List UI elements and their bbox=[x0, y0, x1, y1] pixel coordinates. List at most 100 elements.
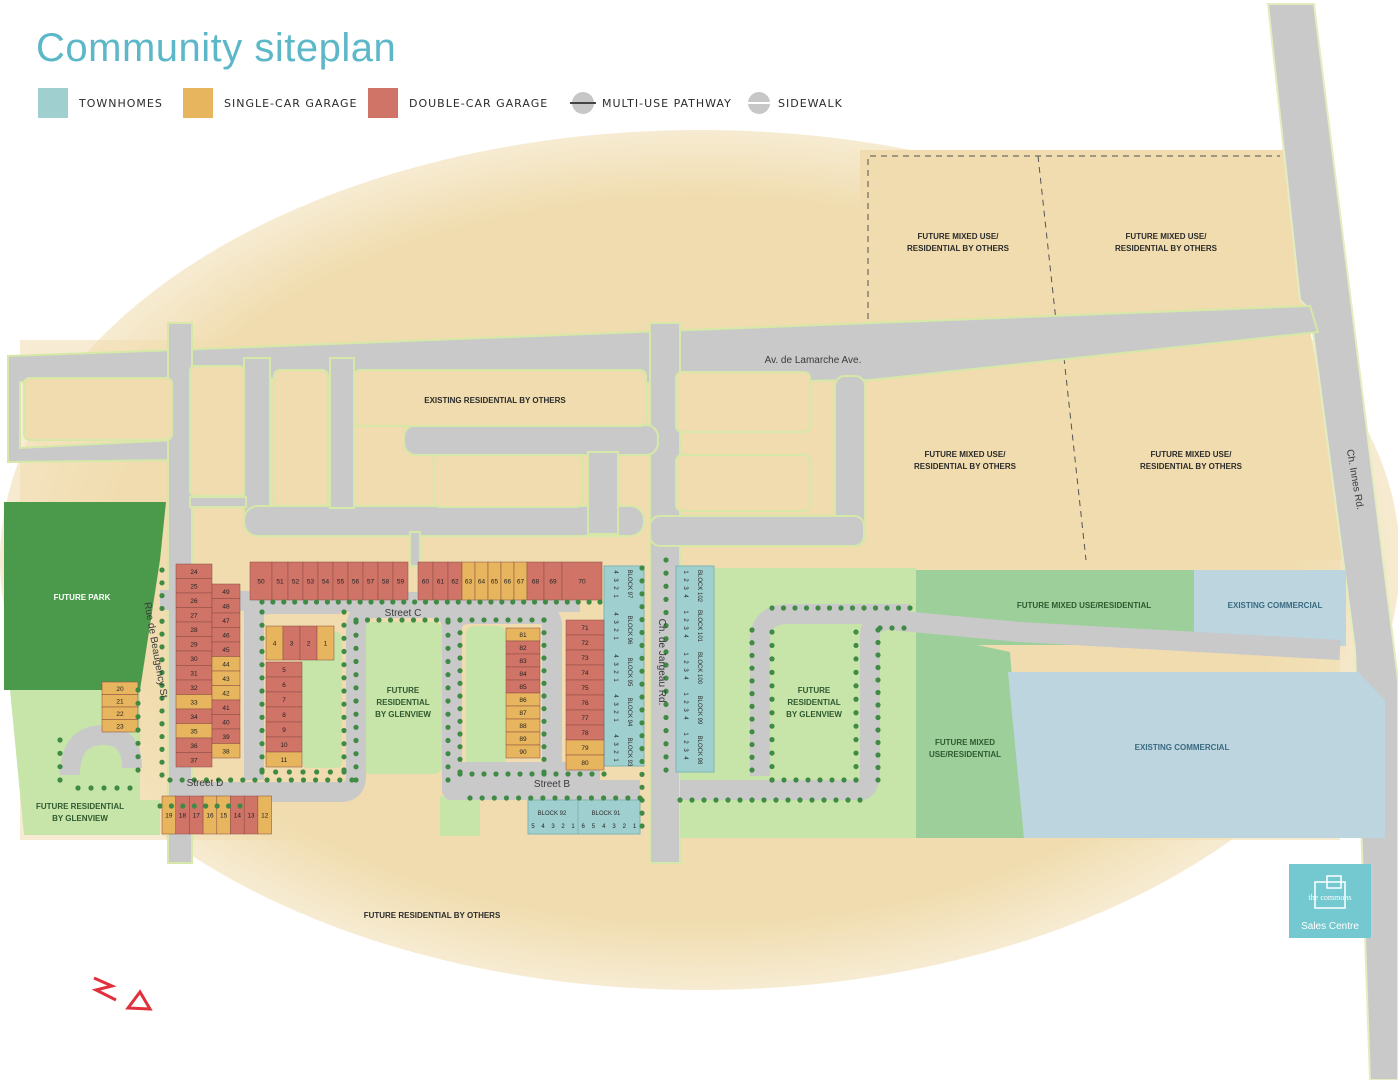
townhome-unit[interactable]: 2 bbox=[682, 578, 688, 582]
townhome-unit[interactable]: 1 bbox=[682, 610, 688, 614]
townhome-unit[interactable]: 3 bbox=[682, 626, 688, 630]
townhome-unit[interactable]: 3 bbox=[612, 742, 618, 746]
lot-25[interactable]: 25 bbox=[175, 578, 213, 594]
lot-64[interactable]: 64 bbox=[474, 561, 489, 601]
lot-21[interactable]: 21 bbox=[101, 694, 139, 708]
lot-48[interactable]: 48 bbox=[211, 598, 241, 614]
lot-23[interactable]: 23 bbox=[101, 719, 139, 733]
lot-51[interactable]: 51 bbox=[271, 561, 289, 601]
lot-13[interactable]: 13 bbox=[243, 795, 259, 835]
lot-15[interactable]: 15 bbox=[216, 795, 231, 835]
lot-5[interactable]: 5 bbox=[265, 661, 303, 678]
townhome-unit[interactable]: 4 bbox=[602, 824, 606, 830]
townhome-unit[interactable]: 4 bbox=[682, 756, 688, 760]
sales-centre-badge[interactable]: the commons Sales Centre bbox=[1289, 864, 1371, 938]
lot-65[interactable]: 65 bbox=[487, 561, 502, 601]
townhome-unit[interactable]: 3 bbox=[612, 662, 618, 666]
lot-83[interactable]: 83 bbox=[505, 653, 541, 668]
townhome-unit[interactable]: 1 bbox=[571, 824, 575, 830]
townhome-unit[interactable]: 4 bbox=[682, 594, 688, 598]
lot-59[interactable]: 59 bbox=[392, 561, 409, 601]
lot-18[interactable]: 18 bbox=[175, 795, 190, 835]
lot-54[interactable]: 54 bbox=[317, 561, 334, 601]
townhome-unit[interactable]: 1 bbox=[612, 718, 618, 722]
lot-45[interactable]: 45 bbox=[211, 641, 241, 657]
lot-8[interactable]: 8 bbox=[265, 706, 303, 723]
townhome-unit[interactable]: 3 bbox=[682, 708, 688, 712]
lot-44[interactable]: 44 bbox=[211, 656, 241, 672]
townhome-unit[interactable]: 1 bbox=[633, 824, 637, 830]
lot-60[interactable]: 60 bbox=[417, 561, 434, 601]
lot-49[interactable]: 49 bbox=[211, 583, 241, 599]
townhome-unit[interactable]: 3 bbox=[682, 668, 688, 672]
townhome-unit[interactable]: 1 bbox=[612, 678, 618, 682]
lot-57[interactable]: 57 bbox=[362, 561, 379, 601]
lot-43[interactable]: 43 bbox=[211, 670, 241, 686]
lot-16[interactable]: 16 bbox=[202, 795, 218, 835]
townhome-unit[interactable]: 2 bbox=[612, 710, 618, 714]
lot-53[interactable]: 53 bbox=[302, 561, 319, 601]
townhome-unit[interactable]: 1 bbox=[612, 636, 618, 640]
lot-7[interactable]: 7 bbox=[265, 691, 303, 708]
lot-10[interactable]: 10 bbox=[265, 736, 303, 753]
lot-17[interactable]: 17 bbox=[189, 795, 204, 835]
lot-62[interactable]: 62 bbox=[447, 561, 463, 601]
townhome-unit[interactable]: 3 bbox=[612, 824, 616, 830]
lot-77[interactable]: 77 bbox=[565, 709, 605, 726]
lot-50[interactable]: 50 bbox=[249, 561, 273, 601]
lot-76[interactable]: 76 bbox=[565, 694, 605, 711]
townhome-unit[interactable]: 3 bbox=[612, 620, 618, 624]
lot-78[interactable]: 78 bbox=[565, 724, 605, 741]
lot-80[interactable]: 80 bbox=[565, 754, 605, 771]
townhome-unit[interactable]: 2 bbox=[612, 628, 618, 632]
townhome-unit[interactable]: 2 bbox=[682, 618, 688, 622]
lot-2[interactable]: 2 bbox=[299, 625, 318, 661]
lot-12[interactable]: 12 bbox=[257, 795, 272, 835]
townhome-unit[interactable]: 2 bbox=[682, 660, 688, 664]
lot-88[interactable]: 88 bbox=[505, 718, 541, 733]
lot-52[interactable]: 52 bbox=[287, 561, 304, 601]
lot-22[interactable]: 22 bbox=[101, 706, 139, 720]
townhome-unit[interactable]: 4 bbox=[612, 734, 618, 738]
lot-33[interactable]: 33 bbox=[175, 694, 213, 710]
townhome-unit[interactable]: 3 bbox=[551, 824, 555, 830]
lot-20[interactable]: 20 bbox=[101, 681, 139, 695]
townhome-unit[interactable]: 2 bbox=[682, 700, 688, 704]
townhome-unit[interactable]: 3 bbox=[682, 748, 688, 752]
lot-41[interactable]: 41 bbox=[211, 699, 241, 715]
lot-68[interactable]: 68 bbox=[526, 561, 545, 601]
townhome-unit[interactable]: 2 bbox=[612, 670, 618, 674]
lot-35[interactable]: 35 bbox=[175, 723, 213, 739]
lot-81[interactable]: 81 bbox=[505, 627, 541, 642]
lot-29[interactable]: 29 bbox=[175, 636, 213, 652]
townhome-unit[interactable]: 2 bbox=[612, 750, 618, 754]
lot-37[interactable]: 37 bbox=[175, 752, 213, 768]
townhome-unit[interactable]: 2 bbox=[682, 740, 688, 744]
lot-84[interactable]: 84 bbox=[505, 666, 541, 681]
townhome-unit[interactable]: 4 bbox=[541, 824, 545, 830]
townhome-unit[interactable]: 4 bbox=[682, 634, 688, 638]
lot-55[interactable]: 55 bbox=[332, 561, 349, 601]
lot-9[interactable]: 9 bbox=[265, 721, 303, 738]
townhome-unit[interactable]: 4 bbox=[612, 654, 618, 658]
lot-14[interactable]: 14 bbox=[230, 795, 245, 835]
lot-46[interactable]: 46 bbox=[211, 627, 241, 643]
townhome-unit[interactable]: 1 bbox=[612, 594, 618, 598]
lot-85[interactable]: 85 bbox=[505, 679, 541, 694]
townhome-unit[interactable]: 1 bbox=[682, 732, 688, 736]
lot-19[interactable]: 19 bbox=[161, 795, 176, 835]
lot-89[interactable]: 89 bbox=[505, 731, 541, 746]
lot-72[interactable]: 72 bbox=[565, 634, 605, 651]
lot-66[interactable]: 66 bbox=[500, 561, 515, 601]
townhome-unit[interactable]: 5 bbox=[592, 824, 596, 830]
townhome-unit[interactable]: 1 bbox=[682, 692, 688, 696]
lot-36[interactable]: 36 bbox=[175, 737, 213, 753]
lot-1[interactable]: 1 bbox=[316, 625, 335, 661]
townhome-unit[interactable]: 4 bbox=[682, 676, 688, 680]
townhome-unit[interactable]: 4 bbox=[612, 570, 618, 574]
lot-30[interactable]: 30 bbox=[175, 650, 213, 666]
lot-75[interactable]: 75 bbox=[565, 679, 605, 696]
lot-58[interactable]: 58 bbox=[377, 561, 394, 601]
townhome-unit[interactable]: 4 bbox=[612, 612, 618, 616]
townhome-unit[interactable]: 1 bbox=[682, 652, 688, 656]
